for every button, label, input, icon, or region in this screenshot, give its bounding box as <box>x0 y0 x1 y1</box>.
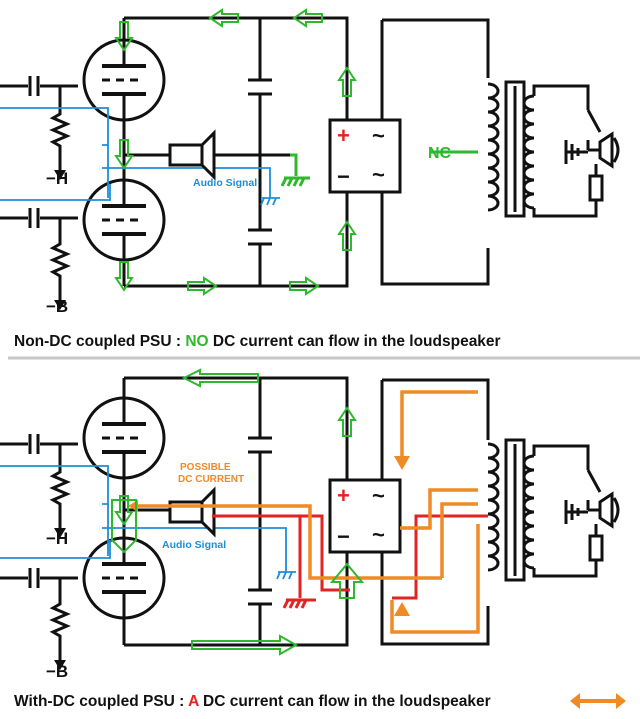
switch-icon <box>586 109 602 152</box>
ground-icon <box>564 140 588 164</box>
possible-dc-label: POSSIBLE <box>180 462 231 473</box>
current-arrow-icon <box>111 368 365 656</box>
psu-ac-bottom: ~ <box>372 162 385 187</box>
supply-arrow-icon <box>54 170 66 310</box>
psu-plus: + <box>337 123 350 148</box>
ground-icon <box>276 571 296 580</box>
resistor-icon <box>51 106 69 156</box>
psu-ac-top: ~ <box>372 123 385 148</box>
fuse-icon <box>588 524 604 562</box>
tube-icon <box>82 536 166 620</box>
supply-arrow-icon <box>54 528 66 670</box>
bottom-panel: −H −B Audio Signal <box>0 368 626 710</box>
transformer-icon <box>430 80 598 218</box>
double-arrow-icon <box>570 693 626 709</box>
loudspeaker-icon <box>168 131 216 179</box>
bottom-wiring <box>0 376 490 662</box>
bias-label: −B <box>46 297 68 316</box>
psu-minus: − <box>337 524 350 549</box>
resistor-icon <box>51 464 69 514</box>
psu-box: + − ~ ~ <box>328 478 402 554</box>
top-caption: Non-DC coupled PSU : NO DC current can f… <box>14 333 501 350</box>
audio-signal-label: Audio Signal <box>193 177 257 189</box>
ground-icon <box>282 598 316 609</box>
psu-box: + − ~ ~ <box>328 118 402 194</box>
filter-capacitor-icon <box>248 78 272 246</box>
dc-current-path <box>138 390 480 634</box>
psu-ac-bottom: ~ <box>372 522 385 547</box>
heater-label: −H <box>46 529 68 548</box>
audio-signal-wires <box>0 465 287 572</box>
bias-label: −B <box>46 662 68 681</box>
resistor-icon <box>51 236 69 286</box>
heater-label: −H <box>46 169 68 188</box>
fuse-icon <box>588 164 604 202</box>
resistor-icon <box>51 596 69 646</box>
ground-icon <box>280 153 310 187</box>
headphone-icon <box>598 131 620 169</box>
bottom-caption: With-DC coupled PSU : A DC current can f… <box>14 693 491 710</box>
headphone-icon <box>598 491 620 529</box>
transformer-nc-label: NC <box>428 145 452 162</box>
switch-icon <box>586 469 602 512</box>
ground-icon <box>564 500 588 524</box>
filter-capacitor-icon <box>248 436 272 606</box>
top-panel: −H −B Audio Signal <box>0 9 620 350</box>
psu-ac-top: ~ <box>372 483 385 508</box>
ground-icon <box>260 197 280 206</box>
tube-icon <box>82 178 166 262</box>
audio-signal-wires <box>0 107 271 201</box>
psu-minus: − <box>337 164 350 189</box>
top-wiring <box>0 16 490 302</box>
audio-signal-label: Audio Signal <box>162 539 226 551</box>
psu-plus: + <box>337 483 350 508</box>
transformer-icon <box>486 438 598 582</box>
input-capacitor-icon <box>28 76 40 228</box>
possible-dc-label-2: DC CURRENT <box>178 474 244 485</box>
input-capacitor-icon <box>28 434 40 588</box>
